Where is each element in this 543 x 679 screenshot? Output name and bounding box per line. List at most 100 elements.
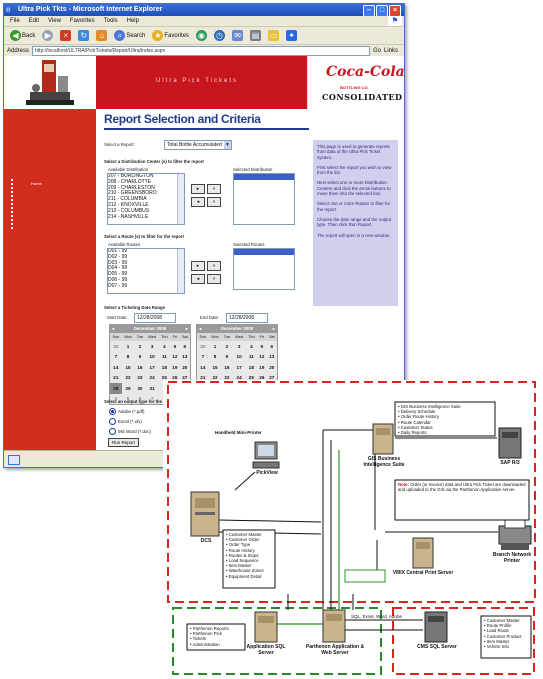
favorites-button[interactable]: ★Favorites [152,30,190,41]
calendar-day[interactable]: 30 [113,343,119,349]
calendar-day[interactable]: 12 [259,354,265,360]
calendar-day[interactable]: 17 [236,364,242,370]
calendar-day[interactable]: 13 [269,354,275,360]
calendar-day[interactable]: 7 [150,396,154,402]
menu-favorites[interactable]: Favorites [69,18,95,24]
calendar-day[interactable]: 24 [149,375,155,381]
calendar-day[interactable]: 15 [125,364,131,370]
calendar-day[interactable]: 2 [225,343,229,349]
search-button[interactable]: ⌕Search [112,30,147,42]
calendar-day[interactable]: 2 [138,343,142,349]
stop-button[interactable]: × [58,30,73,42]
calendar-day[interactable]: 24 [236,375,242,381]
calendar-day[interactable]: 30 [200,343,206,349]
calendar-day[interactable]: 1 [126,343,130,349]
calendar-day[interactable]: 10 [236,354,242,360]
list-item[interactable]: 209 - CHARLESTON [108,184,155,191]
calendar-day[interactable]: 3 [237,343,241,349]
calendar-day[interactable]: 23 [224,375,230,381]
calendar-day[interactable]: 18 [248,364,254,370]
calendar-day[interactable]: 23 [137,375,143,381]
calendar-day[interactable]: 22 [212,375,218,381]
calendar-day[interactable]: 21 [200,375,206,381]
add-all-route-button[interactable]: » [207,261,221,271]
prev-month-icon[interactable]: ◂ [199,326,202,331]
messenger-button[interactable]: ✦ [284,30,299,42]
list-item[interactable]: D04 - 99 [108,265,128,272]
list-item[interactable]: 208 - CHARLOTTE [108,178,152,185]
media-button[interactable]: ◉ [194,30,209,42]
calendar-day[interactable]: 9 [138,354,142,360]
mail-button[interactable]: ✉ [230,30,245,42]
scrollbar[interactable] [177,174,184,224]
menu-file[interactable]: File [10,18,20,24]
calendar-day[interactable]: 20 [182,364,188,370]
list-item[interactable]: 207 - BURLINGTON [108,173,154,179]
calendar-day[interactable]: 4 [114,396,118,402]
calendar-day[interactable]: 16 [137,364,143,370]
add-dc-button[interactable]: ▸ [191,184,205,194]
calendar-day[interactable]: 6 [138,396,142,402]
report-select[interactable]: Total Bottle Accumulated▼ [164,140,232,150]
calendar-day[interactable]: 19 [259,364,265,370]
home-button[interactable]: ⌂ [94,30,109,42]
history-button[interactable]: ◷ [212,30,227,42]
calendar-day[interactable]: 8 [213,354,217,360]
list-item[interactable]: 213 - COLUMBUS [108,207,150,214]
calendar-day[interactable]: 11 [248,354,254,360]
list-item[interactable]: 212 - KNOXVILLE [108,201,149,208]
radio-xls[interactable]: Excel (*.xls) [109,418,142,425]
add-route-button[interactable]: ▸ [191,261,205,271]
selected-dc-list[interactable] [233,173,295,225]
list-item[interactable]: 211 - COLUMBIA [108,196,147,203]
calendar-day[interactable]: 28 [110,383,122,394]
remove-all-route-button[interactable]: « [207,274,221,284]
list-item[interactable]: D02 - 99 [108,253,128,260]
radio-doc[interactable]: MS Word (*.doc) [109,428,151,435]
list-item[interactable]: 210 - GREENSBORO [108,190,157,197]
add-all-dc-button[interactable]: » [207,184,221,194]
list-item[interactable]: D07 - 99 [108,282,128,289]
calendar-day[interactable]: 6 [183,343,187,349]
menu-help[interactable]: Help [126,18,139,24]
menu-tools[interactable]: Tools [103,18,118,24]
back-button[interactable]: ◀Back [8,30,37,42]
next-month-icon[interactable]: ▸ [185,326,188,331]
folder-button[interactable]: ▭ [266,30,281,42]
calendar-day[interactable]: 5 [126,396,130,402]
calendar-day[interactable]: 13 [182,354,188,360]
next-month-icon[interactable]: ▸ [272,326,275,331]
calendar-day[interactable]: 3 [150,343,154,349]
remove-route-button[interactable]: ◂ [191,274,205,284]
calendar-day[interactable]: 27 [182,375,188,381]
sidebar-item-home[interactable]: Home [31,181,42,186]
menu-edit[interactable]: Edit [28,18,40,24]
run-report-button[interactable]: Run Report [108,438,140,447]
calendar-day[interactable]: 15 [212,364,218,370]
list-item[interactable]: 214 - NASHVILLE [108,213,149,220]
selected-route-list[interactable] [233,248,295,290]
list-item[interactable]: D06 - 99 [108,276,128,283]
remove-dc-button[interactable]: ◂ [191,197,205,207]
calendar-day[interactable]: 26 [259,375,265,381]
refresh-button[interactable]: ↻ [76,30,91,42]
calendar-day[interactable]: 20 [269,364,275,370]
calendar-day[interactable]: 25 [248,375,254,381]
start-date-input[interactable]: 12/28/2008 [134,313,176,323]
calendar-day[interactable]: 27 [269,375,275,381]
calendar-day[interactable]: 5 [173,343,177,349]
menu-view[interactable]: View [48,18,61,24]
list-item[interactable]: D03 - 99 [108,259,128,266]
calendar-day[interactable]: 10 [149,354,155,360]
calendar-day[interactable]: 14 [200,364,206,370]
print-button[interactable]: ▤ [248,30,263,42]
calendar-day[interactable]: 17 [149,364,155,370]
radio-pdf-control[interactable] [109,408,116,415]
calendar-day[interactable]: 8 [126,354,130,360]
calendar-day[interactable]: 5 [260,343,264,349]
calendar-day[interactable]: 4 [163,343,166,349]
list-item[interactable]: D05 - 99 [108,271,128,278]
calendar-day[interactable]: 26 [172,375,178,381]
go-button[interactable]: Go [372,47,381,54]
